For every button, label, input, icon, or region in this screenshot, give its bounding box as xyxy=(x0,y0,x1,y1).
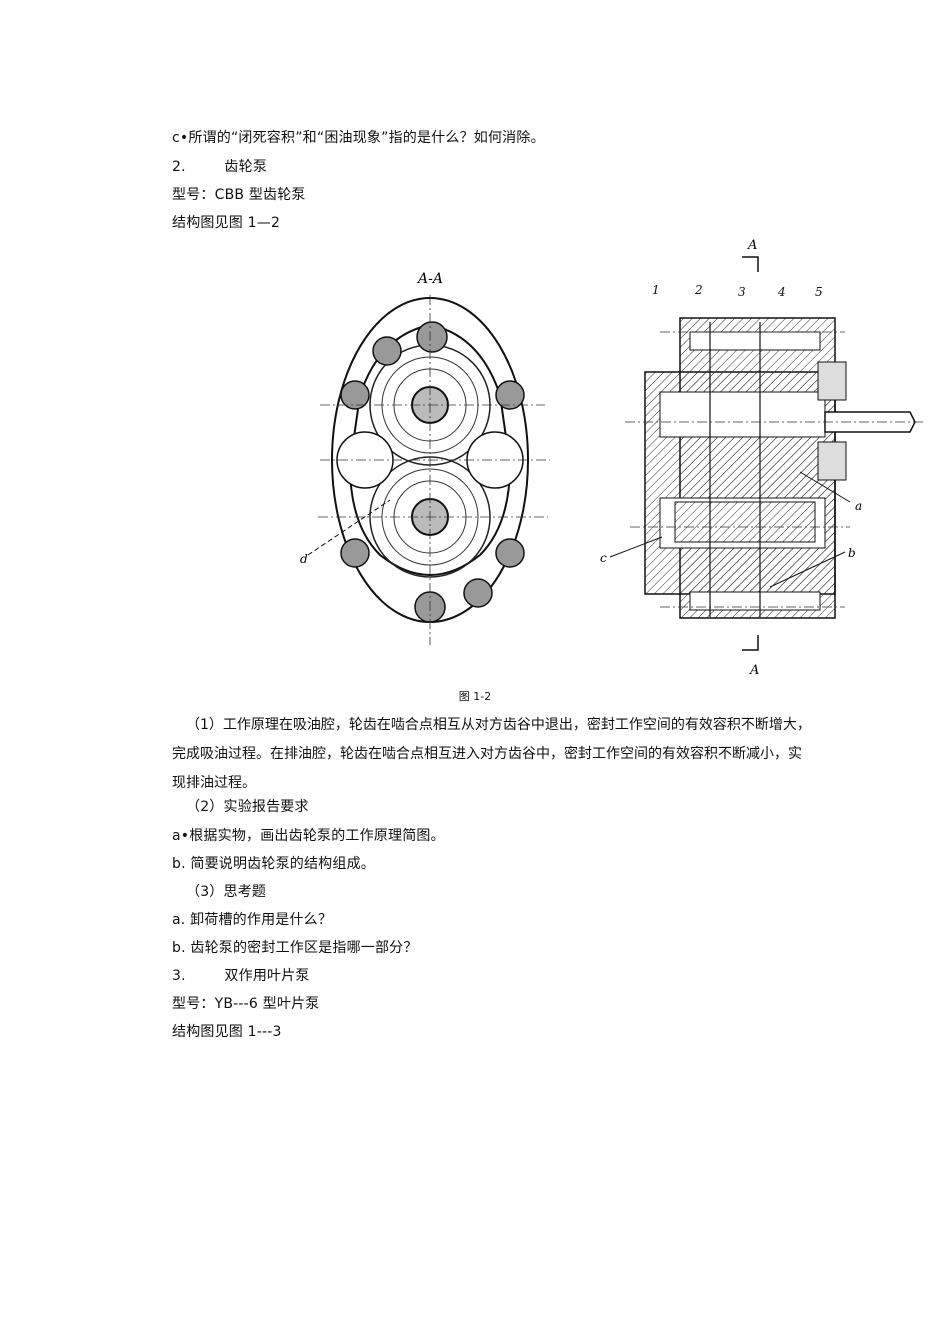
section-mark-bottom: A xyxy=(749,663,759,678)
gear-pump-section-a-a: A-A d xyxy=(300,271,550,645)
section-3-heading: 3. 双作用叶片泵 xyxy=(172,966,310,986)
report-item-a: a•根据实物，画出齿轮泵的工作原理简图。 xyxy=(172,828,445,844)
section-2-heading: 2. 齿轮泵 xyxy=(172,157,267,177)
view-label: A-A xyxy=(416,271,443,287)
section-mark-top: A xyxy=(747,238,757,253)
figure-caption: 图 1-2 xyxy=(458,690,492,703)
callout-c: c xyxy=(600,551,607,565)
question-item-b: b. 齿轮泵的密封工作区是指哪一部分？ xyxy=(172,940,418,956)
section-3-structure-reference: 结构图见图 1---3 xyxy=(172,1024,282,1040)
question-c: c•所谓的“闭死容积”和“困油现象”指的是什么？如何消除。 xyxy=(172,130,545,146)
svg-text:2: 2 xyxy=(694,283,703,297)
callout-a: a xyxy=(855,499,862,513)
report-item-b: b. 简要说明齿轮泵的结构组成。 xyxy=(172,856,375,872)
section-3-number: 3. xyxy=(172,968,186,984)
question-item-a: a. 卸荷槽的作用是什么？ xyxy=(172,912,333,928)
callout-d: d xyxy=(300,552,308,566)
report-requirements-heading: （2）实验报告要求 xyxy=(186,799,309,815)
svg-text:5: 5 xyxy=(815,285,823,299)
vane-pump-model: 型号：YB---6 型叶片泵 xyxy=(172,996,320,1012)
section-3-title: 双作用叶片泵 xyxy=(224,968,310,984)
gear-pump-longitudinal-section: A A 1 2 3 4 5 a b c xyxy=(600,238,925,678)
svg-text:3: 3 xyxy=(738,285,746,299)
section-2-title: 齿轮泵 xyxy=(224,159,268,175)
gear-pump-model: 型号：CBB 型齿轮泵 xyxy=(172,187,306,203)
callout-b: b xyxy=(848,546,856,560)
structure-reference: 结构图见图 1—2 xyxy=(172,215,281,231)
working-principle-paragraph: （1）工作原理在吸油腔，轮齿在啮合点相互从对方齿谷中退出，密封工作空间的有效容积… xyxy=(172,717,811,791)
questions-heading: （3）思考题 xyxy=(186,884,267,900)
svg-text:1: 1 xyxy=(652,283,660,297)
svg-text:4: 4 xyxy=(777,285,786,299)
section-2-number: 2. xyxy=(172,159,186,175)
